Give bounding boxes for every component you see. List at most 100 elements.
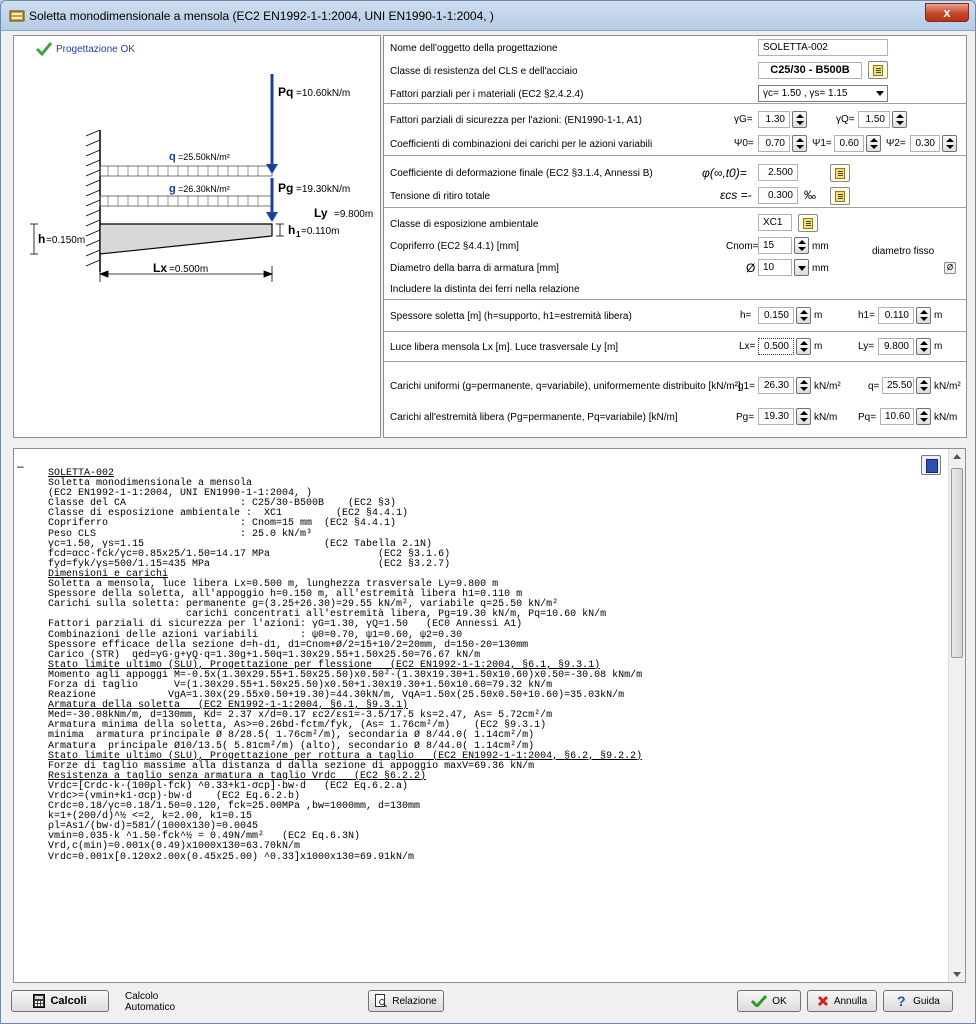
section-creep: Coefficiente di deformazione finale (EC2…	[384, 156, 966, 208]
q-spinner[interactable]	[916, 377, 931, 394]
h1-spinner[interactable]	[916, 307, 931, 324]
report-line: k=1+(200/d)^½ <=2, k=2.00, k1=0.15	[48, 811, 253, 823]
psi0-input[interactable]: 0.70	[758, 135, 790, 152]
shrink-unit: ‰	[804, 188, 816, 202]
report-line: fyd=fyk/γs=500/1.15=435 MPa (EC2 §3.2.7)	[48, 558, 451, 570]
include-bars-label: Includere la distinta dei ferri nella re…	[390, 284, 580, 295]
ok-button[interactable]: OK	[737, 990, 801, 1012]
pg-spinner[interactable]	[796, 408, 811, 425]
report-line: Carico (STR) qed=γG·g+γQ·q=1.30g+1.50q=1…	[48, 649, 481, 661]
report-scrollbar[interactable]	[948, 449, 965, 982]
pg-input[interactable]: 19.30	[758, 408, 794, 425]
report-textbox[interactable]: – SOLETTA-002 Soletta monodimensionale a…	[13, 448, 966, 983]
svg-text:?: ?	[897, 994, 906, 1008]
pq-value: =10.60kN/m	[296, 88, 350, 99]
g-name: g	[169, 183, 176, 195]
exposure-select-button[interactable]	[798, 214, 818, 232]
shrink-label: Tensione di ritiro totale	[390, 191, 491, 202]
section-general: Nome dell'oggetto della progettazione SO…	[384, 36, 966, 104]
ly-input[interactable]: 9.800	[878, 338, 914, 355]
psi2-label: Ψ2=	[886, 138, 906, 149]
fixed-diameter-toggle[interactable]: Ø	[944, 262, 956, 274]
ly-name: Ly	[314, 206, 328, 220]
psi2-input[interactable]: 0.30	[910, 135, 940, 152]
psi0-spinner[interactable]	[792, 135, 807, 152]
creep-calc-button[interactable]	[830, 164, 850, 182]
psi1-input[interactable]: 0.60	[834, 135, 864, 152]
scroll-thumb[interactable]	[951, 468, 963, 658]
h-input[interactable]: 0.150	[758, 307, 794, 324]
psi2-spinner[interactable]	[942, 135, 957, 152]
report-line: Resistenza a taglio senza armatura a tag…	[48, 770, 427, 782]
name-input[interactable]: SOLETTA-002	[758, 39, 888, 56]
pg-symbol: Pg=	[736, 412, 755, 423]
report-line: Dimensioni e carichi	[48, 568, 169, 580]
bar-input[interactable]: 10	[758, 259, 792, 276]
q-symbol: q=	[868, 381, 880, 392]
chevron-down-icon[interactable]	[873, 85, 888, 102]
pg-value: =19.30kN/m	[296, 184, 350, 195]
pg-arrow	[266, 178, 278, 222]
safety-label: Fattori parziali di sicurezza per l'azio…	[390, 115, 643, 126]
h1-unit: m	[934, 310, 943, 321]
ly-value: =9.800m	[334, 209, 373, 220]
ly-spinner[interactable]	[916, 338, 931, 355]
exposure-input[interactable]: XC1	[758, 214, 792, 231]
lx-spinner[interactable]	[796, 338, 811, 355]
partial-select[interactable]: γc= 1.50 , γs= 1.15	[758, 85, 888, 102]
window-title: Soletta monodimensionale a mensola (EC2 …	[29, 9, 494, 23]
cover-spinner[interactable]	[794, 237, 809, 254]
h1-dimension	[276, 223, 284, 237]
creep-input[interactable]: 2.500	[758, 164, 798, 181]
h-dimension	[30, 223, 38, 255]
psi1-spinner[interactable]	[866, 135, 881, 152]
shrink-input[interactable]: 0.300	[758, 187, 798, 204]
h1-input[interactable]: 0.110	[878, 307, 914, 324]
pq-input[interactable]: 10.60	[880, 408, 914, 425]
g1-input[interactable]: 26.30	[758, 377, 794, 394]
auto-calc-line1: Calcolo	[125, 991, 159, 1002]
h1-name: h	[288, 223, 295, 237]
cover-input[interactable]: 15	[758, 237, 792, 254]
gG-input[interactable]: 1.30	[758, 111, 790, 128]
load-q-hatch	[99, 165, 273, 177]
scroll-up-icon[interactable]	[953, 454, 961, 459]
calc-icon	[835, 191, 845, 202]
h-spinner[interactable]	[796, 307, 811, 324]
check-icon	[751, 995, 768, 1007]
report-line: Momento agli appoggi M=-0.5x(1.30x29.55+…	[48, 669, 643, 681]
report-line: Spessore efficace della sezione d=h-d1, …	[48, 639, 529, 651]
help-question-icon: ?	[897, 994, 906, 1008]
lx-input[interactable]: 0.500	[758, 338, 794, 355]
q-input[interactable]: 25.50	[882, 377, 914, 394]
scroll-down-icon[interactable]	[953, 972, 961, 977]
check-icon	[36, 42, 52, 56]
gG-spinner[interactable]	[792, 111, 807, 128]
auto-calc-label[interactable]: Calcolo Automatico	[125, 991, 175, 1013]
close-button[interactable]: x	[925, 3, 969, 22]
report-line: Peso CLS : 25.0 kN/m³	[48, 528, 313, 540]
collapse-toggle[interactable]: –	[17, 459, 24, 473]
cancel-button[interactable]: Annulla	[807, 990, 877, 1012]
gQ-spinner[interactable]	[892, 111, 907, 128]
report-button[interactable]: Relazione	[368, 990, 444, 1012]
pq-spinner[interactable]	[916, 408, 931, 425]
calc-button-label: Calcoli	[50, 995, 87, 1007]
report-line: fcd=αcc·fck/γc=0.85x25/1.50=14.17 MPa (E…	[48, 548, 451, 560]
gQ-input[interactable]: 1.50	[858, 111, 890, 128]
shrink-calc-button[interactable]	[830, 187, 850, 205]
g1-spinner[interactable]	[796, 377, 811, 394]
ok-button-label: OK	[772, 995, 787, 1007]
print-icon[interactable]	[921, 455, 941, 475]
report-text: SOLETTA-002 Soletta monodimensionale a m…	[48, 468, 643, 863]
calc-icon	[835, 168, 845, 179]
q-unit: kN/m²	[934, 381, 961, 392]
pq-name: Pq	[278, 85, 293, 99]
report-line: Stato limite ultimo (SLU), Progettazione…	[48, 750, 643, 762]
class-edit-button[interactable]	[868, 61, 888, 79]
calc-button[interactable]: Calcoli	[11, 990, 109, 1012]
help-button[interactable]: ? Guida	[883, 990, 953, 1012]
wall-support	[85, 129, 101, 272]
bar-dropdown[interactable]	[794, 259, 809, 276]
class-input[interactable]: C25/30 - B500B	[758, 62, 862, 79]
